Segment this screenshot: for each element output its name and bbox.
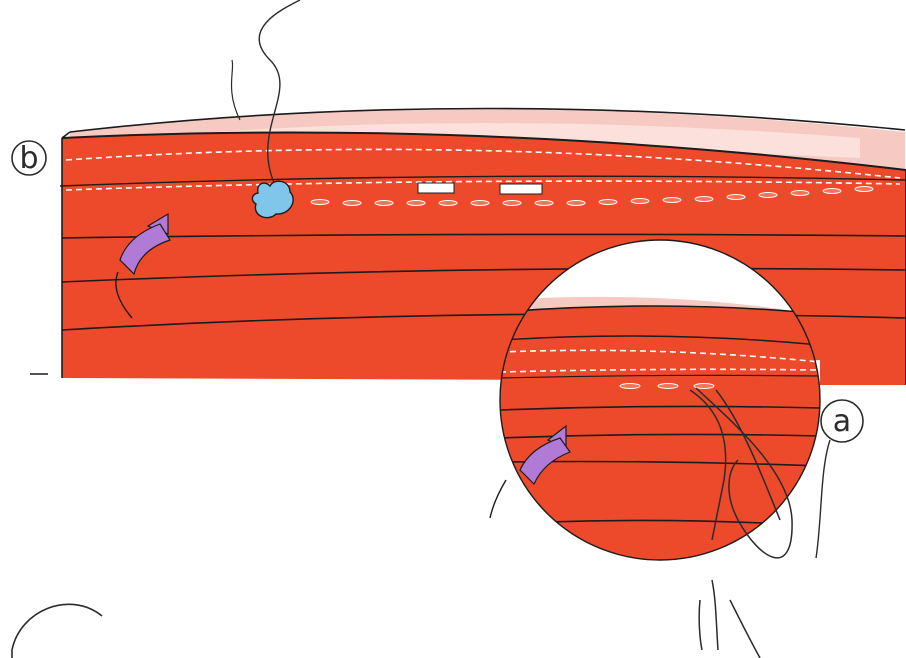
- callout-a: a: [816, 400, 863, 558]
- bottom-left-curve: [12, 604, 102, 658]
- callout-a-label: a: [833, 404, 851, 439]
- magnified-detail: [490, 240, 820, 658]
- callout-b-label: b: [19, 141, 38, 176]
- callout-b: b: [12, 141, 46, 176]
